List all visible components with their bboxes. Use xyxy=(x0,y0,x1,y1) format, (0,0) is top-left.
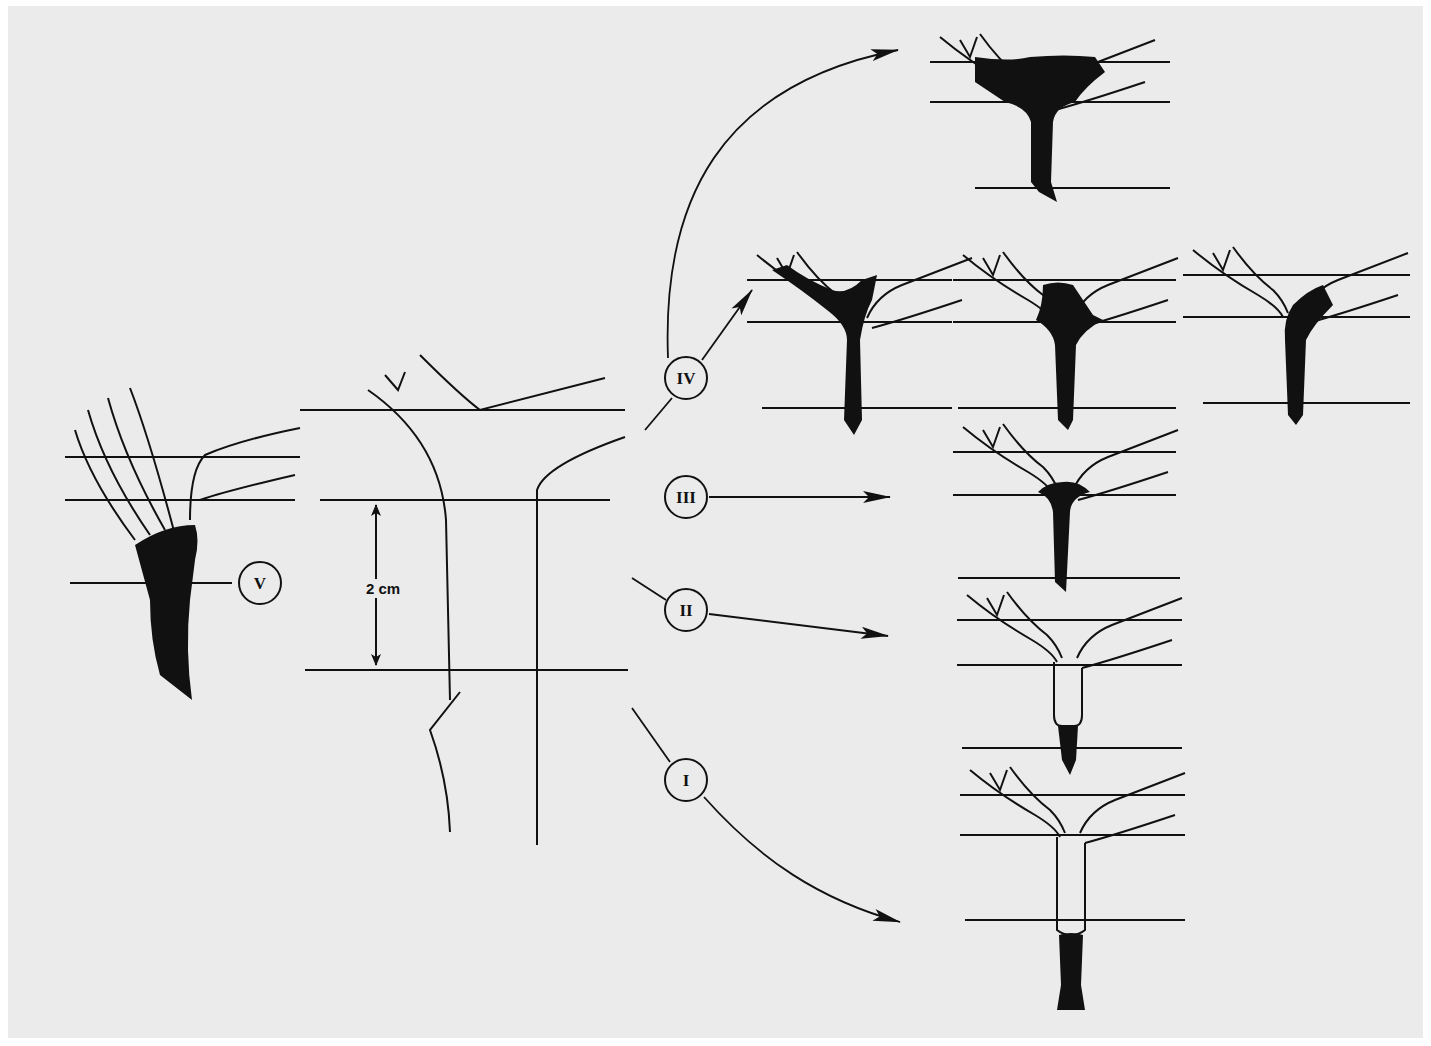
line-art xyxy=(190,428,300,520)
line-art xyxy=(967,592,1182,668)
line-art xyxy=(200,475,295,500)
type-iv-figure xyxy=(1183,247,1410,425)
schematic xyxy=(300,355,628,845)
callout-number: III xyxy=(676,489,696,506)
line-art xyxy=(1057,837,1085,935)
line-art xyxy=(970,767,1185,843)
line-art xyxy=(88,410,150,535)
line-art xyxy=(960,795,1185,920)
line-art xyxy=(130,388,175,535)
type-i-figure xyxy=(960,767,1185,1010)
line-art xyxy=(1036,283,1103,431)
line-art xyxy=(537,437,625,845)
callout-circle: I xyxy=(664,758,708,802)
callout-circle: IV xyxy=(664,356,708,400)
type-iv-figure xyxy=(953,252,1178,430)
type-iv-figure xyxy=(747,252,972,435)
callout-circle: III xyxy=(664,475,708,519)
arrows xyxy=(632,50,900,922)
line-art xyxy=(135,525,198,700)
line-art xyxy=(709,496,890,498)
callout-number: V xyxy=(254,575,266,592)
type-ii-figure xyxy=(957,592,1182,775)
type-iii-figure xyxy=(953,424,1180,592)
line-art xyxy=(420,355,605,410)
line-art xyxy=(1054,662,1082,726)
type-v-figure xyxy=(65,388,300,700)
line-art xyxy=(300,410,628,670)
line-art xyxy=(702,290,752,360)
callout-number: IV xyxy=(677,370,696,387)
callout-number: I xyxy=(683,772,690,789)
line-art xyxy=(108,398,165,530)
background xyxy=(8,6,1423,1038)
line-art xyxy=(975,56,1105,203)
line-art xyxy=(1038,482,1090,592)
dimension-label: 2 cm xyxy=(364,579,402,598)
type-iv-figure xyxy=(930,34,1170,202)
line-art xyxy=(1285,285,1333,425)
line-art xyxy=(368,390,450,700)
line-art xyxy=(704,797,900,922)
line-art xyxy=(385,372,405,390)
line-art xyxy=(632,578,666,600)
line-art xyxy=(632,708,670,762)
line-art xyxy=(430,692,460,832)
callout-number: II xyxy=(679,602,692,619)
line-art xyxy=(772,265,877,435)
line-art xyxy=(1057,933,1085,1010)
callout-circle: II xyxy=(664,588,708,632)
line-art xyxy=(709,614,888,636)
line-art xyxy=(645,398,672,430)
line-art xyxy=(1058,726,1078,775)
callout-circle: V xyxy=(238,561,282,605)
line-art xyxy=(75,430,135,540)
